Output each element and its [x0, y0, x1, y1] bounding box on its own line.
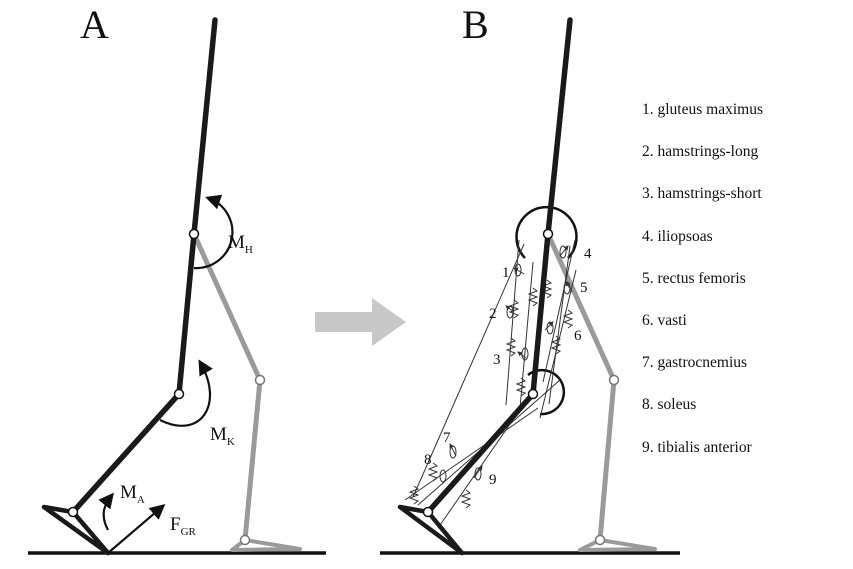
legend-item-9: 9. tibialis anterior [642, 439, 753, 456]
ankle-joint-a [67, 506, 79, 518]
legend-item-5: 5. rectus femoris [642, 270, 746, 287]
legend-item-6: 6. vasti [642, 312, 687, 329]
knee-joint-b [527, 388, 539, 400]
swing-ankle-joint-a [239, 534, 251, 546]
muscle-num-8: 8 [424, 452, 432, 468]
muscle-num-9: 9 [489, 472, 497, 488]
stance-leg-b [397, 17, 573, 556]
swing-knee-joint-a [254, 374, 266, 386]
muscle-num-3: 3 [493, 352, 501, 368]
muscle-direction-arrows [449, 245, 573, 479]
hip-joint-a [188, 228, 200, 240]
ankle-moment-arrow [98, 492, 114, 531]
panel-b: B [380, 2, 680, 556]
knee-moment-arrow [159, 359, 213, 427]
legend-item-1: 1. gluteus maximus [642, 101, 763, 118]
panel-a: A MH MK MA FGR [28, 2, 326, 556]
legend-item-8: 8. soleus [642, 396, 696, 413]
muscle-line-4 [542, 239, 576, 383]
ankle-moment-label: MA [120, 482, 145, 506]
swing-ankle-joint-b [594, 534, 606, 546]
swing-knee-joint-b [608, 374, 620, 386]
muscle-line-5 [548, 245, 571, 405]
swing-leg-b [545, 231, 657, 552]
muscle-legend: 1. gluteus maximus 2. hamstrings-long 3.… [642, 101, 763, 456]
legend-item-2: 2. hamstrings-long [642, 143, 758, 160]
muscle-line-8 [404, 407, 539, 501]
panel-b-letter: B [462, 2, 489, 47]
hip-joint-b [542, 228, 554, 240]
muscle-num-2: 2 [489, 306, 497, 322]
muscle-actuators [408, 245, 574, 509]
panel-a-letter: A [80, 2, 109, 47]
knee-pulley [527, 368, 566, 416]
hip-pulley [515, 205, 578, 259]
ground-force-arrow [107, 503, 166, 554]
ground-force-label: FGR [170, 514, 197, 538]
swing-leg-a [191, 231, 302, 552]
legend-item-7: 7. gastrocnemius [642, 354, 747, 371]
muscle-num-1: 1 [502, 265, 510, 281]
legend-item-4: 4. iliopsoas [642, 228, 713, 245]
stance-leg-a [41, 17, 218, 556]
hip-moment-arrow [193, 194, 234, 270]
ankle-joint-b [422, 506, 434, 518]
muscle-num-6: 6 [574, 328, 582, 344]
muscle-num-5: 5 [580, 280, 588, 296]
legend-item-3: 3. hamstrings-short [642, 185, 762, 202]
knee-joint-a [173, 388, 185, 400]
muscle-line-2 [412, 243, 525, 498]
hip-moment-label: MH [228, 232, 253, 256]
muscle-line-3 [519, 261, 534, 409]
muscle-num-4: 4 [584, 246, 592, 262]
muscle-num-7: 7 [443, 430, 451, 446]
knee-moment-label: MK [210, 424, 235, 448]
transition-arrow [315, 298, 406, 346]
